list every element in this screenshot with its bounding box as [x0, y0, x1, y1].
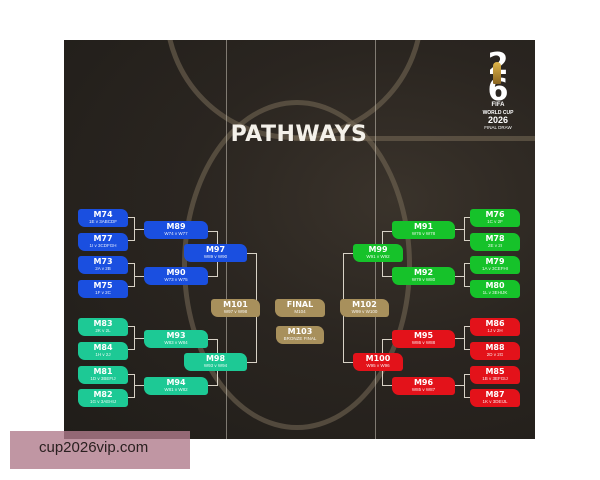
page-title: PATHWAYS	[230, 122, 368, 147]
fifa-world-cup-logo: 2 6 FIFA WORLD CUP 2026 FINAL DRAW	[480, 50, 516, 131]
decor-line	[294, 136, 535, 141]
decor-arc	[182, 100, 412, 430]
pathways-graphic: PATHWAYS 2 6 FIFA WORLD CUP 2026 FINAL D…	[64, 40, 535, 439]
trophy-icon	[493, 62, 501, 84]
watermark: cup2026vip.com	[10, 431, 190, 469]
